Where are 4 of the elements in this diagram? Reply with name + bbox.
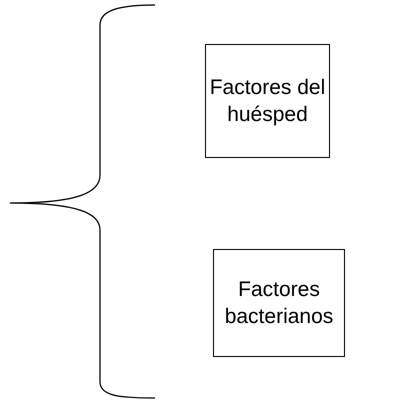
text-box <box>213 249 345 357</box>
box-label: Factores del huésped <box>208 74 326 128</box>
text-box <box>205 44 330 158</box>
box-label: Factores bacterianos <box>224 276 334 330</box>
